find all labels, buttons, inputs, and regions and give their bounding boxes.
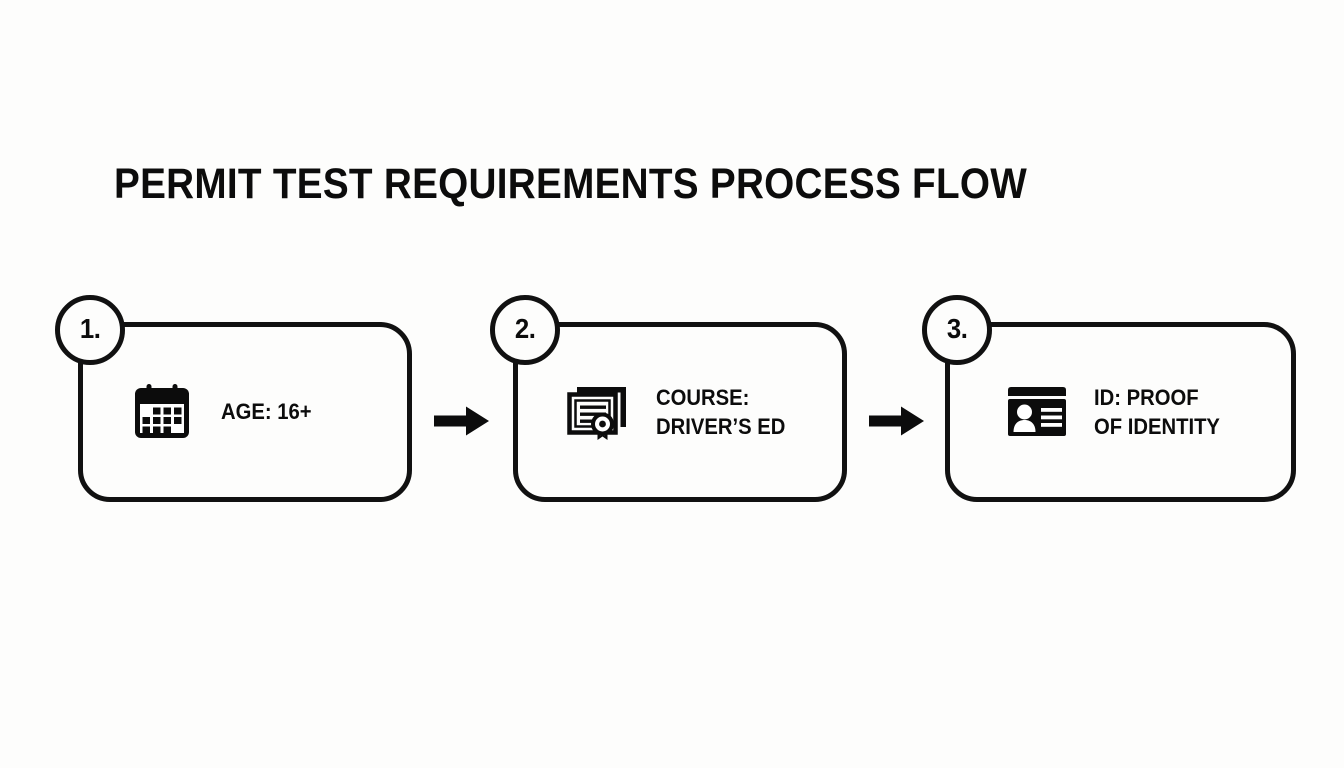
arrow-right-icon (869, 406, 925, 436)
step-label-line: AGE: 16+ (221, 399, 312, 425)
step-label-line: COURSE: (656, 384, 750, 410)
step-badge-2: 2. (490, 295, 560, 365)
process-step-3[interactable]: 3. (922, 295, 1296, 502)
arrow-right-icon (434, 406, 490, 436)
calendar-icon (131, 381, 193, 443)
step-badge-1: 1. (55, 295, 125, 365)
step-label-line: ID: PROOF (1094, 384, 1199, 410)
step-label-2: COURSE: DRIVER’S ED (656, 383, 785, 442)
step-content: COURSE: DRIVER’S ED (518, 327, 842, 497)
page-title: PERMIT TEST REQUIREMENTS PROCESS FLOW (114, 160, 1028, 208)
step-label-3: ID: PROOF OF IDENTITY (1094, 383, 1220, 442)
step-label-line: OF IDENTITY (1094, 414, 1220, 439)
id-card-icon (1006, 381, 1068, 443)
step-content: AGE: 16+ (83, 327, 407, 497)
step-label-line: DRIVER’S ED (656, 414, 786, 439)
step-badge-label: 1. (79, 313, 101, 344)
process-step-1[interactable]: 1. (55, 295, 412, 502)
certificate-icon (566, 381, 628, 443)
process-flow: 1. (0, 295, 1344, 518)
process-step-2[interactable]: 2. (490, 295, 847, 502)
step-badge-label: 3. (946, 313, 968, 344)
step-badge-label: 2. (514, 313, 536, 344)
step-label-1: AGE: 16+ (221, 397, 312, 426)
step-badge-3: 3. (922, 295, 992, 365)
step-content: ID: PROOF OF IDENTITY (950, 327, 1291, 497)
